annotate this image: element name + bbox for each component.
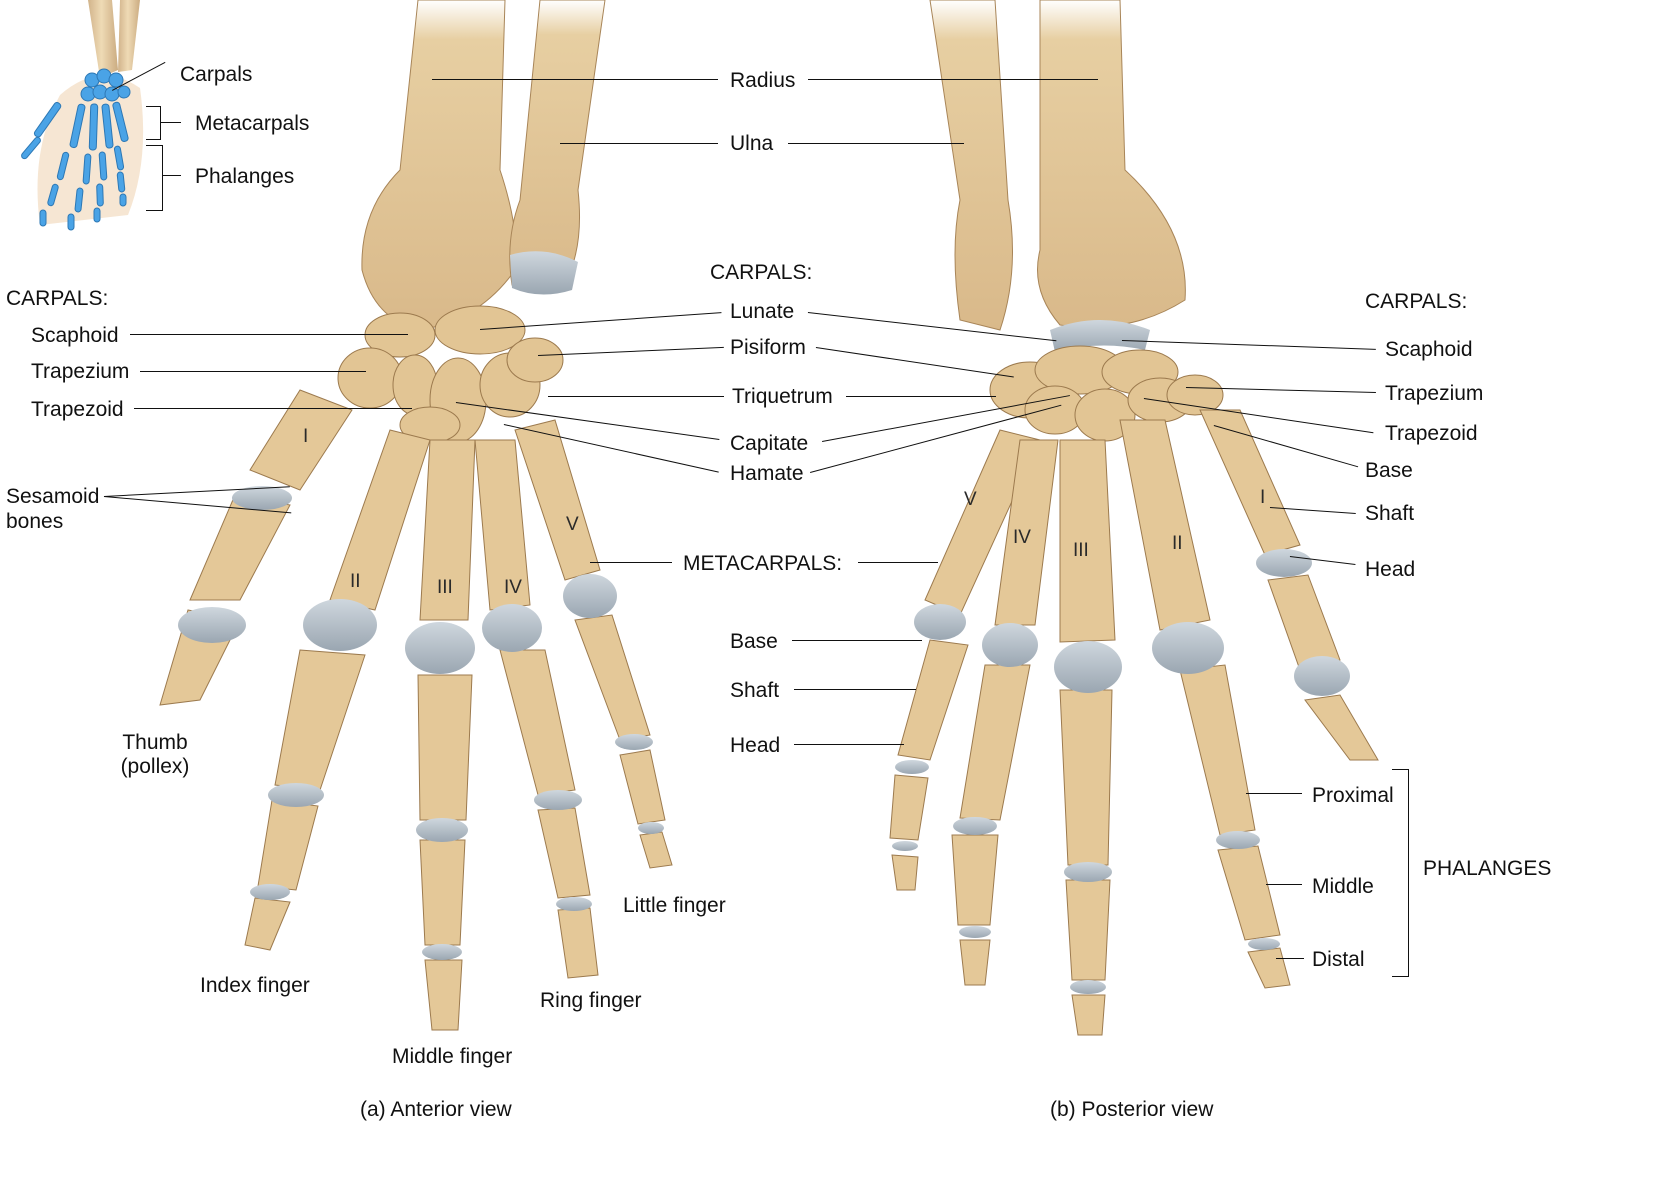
anterior-roman-2: II	[350, 572, 361, 591]
center-carpals-heading: CARPALS:	[710, 262, 812, 283]
leader-inset-metacarpals	[161, 122, 181, 123]
posterior-roman-1: I	[1260, 488, 1265, 507]
label-triquetrum: Triquetrum	[732, 386, 833, 407]
leader-triquetrum-a	[548, 396, 724, 397]
leader-metacarpals-b	[858, 562, 938, 563]
anterior-label-trapezoid: Trapezoid	[31, 399, 124, 420]
leader-radius-left	[432, 79, 718, 80]
bracket-phalanges	[1392, 769, 1409, 977]
anterior-label-sesamoid-1: Sesamoid	[6, 486, 99, 507]
center-label-base: Base	[730, 631, 778, 652]
leader-ulna-right	[788, 143, 964, 144]
label-ulna: Ulna	[730, 133, 773, 154]
anterior-label-ring-finger: Ring finger	[540, 990, 642, 1011]
center-label-head: Head	[730, 735, 780, 756]
leader-base-center	[792, 640, 922, 641]
center-label-shaft: Shaft	[730, 680, 779, 701]
leader-middle	[1266, 884, 1302, 885]
posterior-label-trapezoid: Trapezoid	[1385, 423, 1478, 444]
anterior-roman-1: I	[303, 427, 308, 446]
inset-hand	[20, 0, 143, 230]
leader-distal	[1276, 958, 1304, 959]
label-distal: Distal	[1312, 949, 1365, 970]
caption-anterior-view: (a) Anterior view	[360, 1098, 512, 1122]
posterior-label-scaphoid: Scaphoid	[1385, 339, 1473, 360]
inset-label-metacarpals: Metacarpals	[195, 113, 309, 134]
posterior-roman-2: II	[1172, 534, 1183, 553]
posterior-hand-bones	[890, 0, 1378, 1035]
anterior-label-index-finger: Index finger	[200, 975, 310, 996]
anterior-roman-3: III	[437, 578, 453, 597]
leader-scaphoid-a	[130, 334, 408, 335]
label-metacarpals: METACARPALS:	[683, 553, 842, 574]
anterior-label-scaphoid: Scaphoid	[31, 325, 119, 346]
leader-triquetrum-b	[846, 396, 996, 397]
caption-posterior-view: (b) Posterior view	[1050, 1098, 1213, 1122]
posterior-roman-3: III	[1073, 541, 1089, 560]
leader-proximal	[1246, 793, 1302, 794]
posterior-label-shaft: Shaft	[1365, 503, 1414, 524]
thumb-line-2: (pollex)	[121, 755, 190, 778]
leader-radius-right	[808, 79, 1098, 80]
label-capitate: Capitate	[730, 433, 808, 454]
anterior-hand-bones	[160, 0, 672, 1030]
anterior-label-sesamoid-2: bones	[6, 511, 63, 532]
leader-metacarpals-a	[590, 562, 672, 563]
posterior-label-trapezium: Trapezium	[1385, 383, 1483, 404]
leader-ulna-left	[560, 143, 718, 144]
label-pisiform: Pisiform	[730, 337, 806, 358]
inset-label-phalanges: Phalanges	[195, 166, 294, 187]
thumb-line-1: Thumb	[122, 731, 187, 754]
label-lunate: Lunate	[730, 301, 794, 322]
anterior-label-trapezium: Trapezium	[31, 361, 129, 382]
anterior-label-middle-finger: Middle finger	[392, 1046, 512, 1067]
posterior-roman-4: IV	[1013, 528, 1031, 547]
anterior-carpals-heading: CARPALS:	[6, 288, 108, 309]
anterior-label-thumb: Thumb (pollex)	[110, 731, 200, 779]
posterior-label-head: Head	[1365, 559, 1415, 580]
leader-head-center	[794, 744, 904, 745]
leader-trapezoid-a	[134, 408, 412, 409]
inset-label-carpals: Carpals	[180, 64, 252, 85]
anterior-label-little-finger: Little finger	[623, 895, 726, 916]
leader-shaft-center	[794, 689, 916, 690]
posterior-carpals-heading: CARPALS:	[1365, 291, 1467, 312]
leader-trapezium-a	[140, 371, 366, 372]
leader-inset-phalanges	[163, 175, 181, 176]
label-middle: Middle	[1312, 876, 1374, 897]
bracket-inset-phalanges	[146, 145, 163, 211]
posterior-label-base: Base	[1365, 460, 1413, 481]
anterior-roman-5: V	[566, 515, 579, 534]
label-phalanges: PHALANGES	[1423, 858, 1551, 879]
bracket-inset-metacarpals	[146, 106, 161, 140]
label-proximal: Proximal	[1312, 785, 1394, 806]
anterior-roman-4: IV	[504, 578, 522, 597]
label-hamate: Hamate	[730, 463, 804, 484]
posterior-roman-5: V	[964, 490, 977, 509]
label-radius: Radius	[730, 70, 795, 91]
